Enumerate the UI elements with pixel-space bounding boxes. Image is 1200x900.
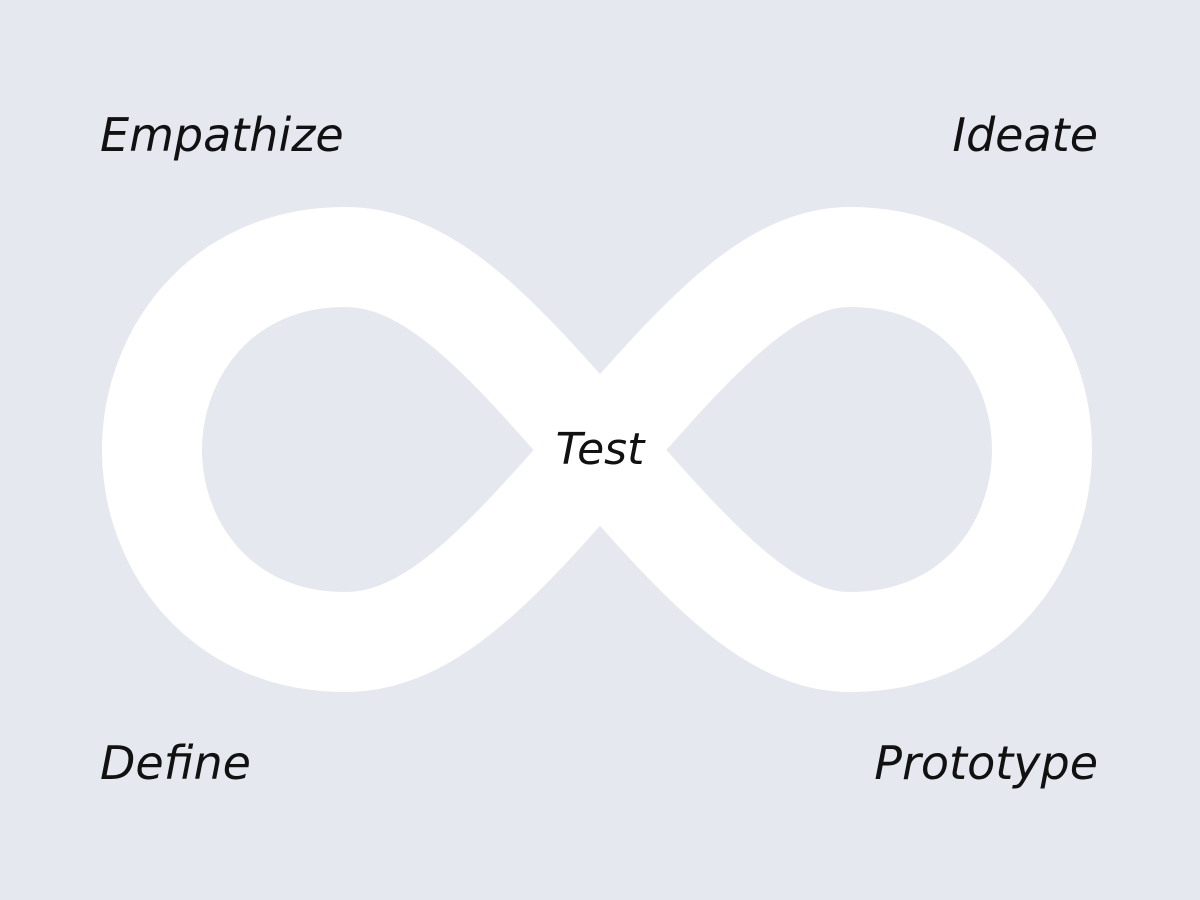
label-ideate: Ideate — [952, 108, 1098, 162]
label-test: Test — [555, 424, 645, 475]
infinity-loop-shape — [102, 207, 1092, 692]
label-define: Define — [100, 736, 251, 790]
label-empathize: Empathize — [100, 108, 344, 162]
label-prototype: Prototype — [874, 736, 1098, 790]
